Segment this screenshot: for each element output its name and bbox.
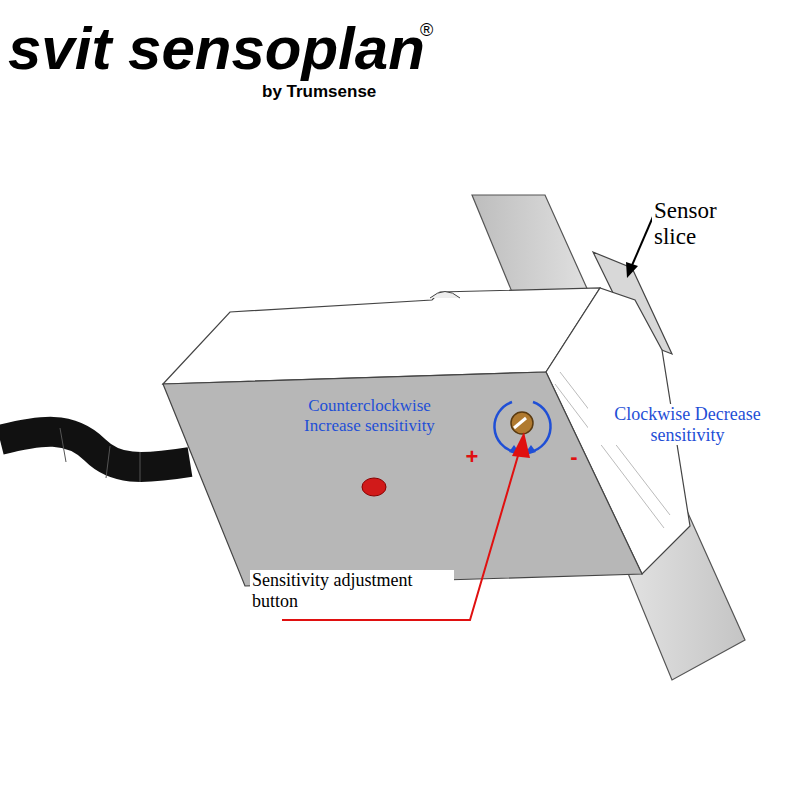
- cw-arrow: [530, 402, 551, 452]
- knob-slot: [514, 418, 526, 428]
- cable: [0, 432, 190, 467]
- box-front: [163, 372, 642, 586]
- knob: [511, 412, 533, 434]
- logo-text: svit sensoplan: [8, 14, 428, 83]
- box-notch: [430, 292, 460, 299]
- sign-label: -: [566, 444, 582, 469]
- part-label: Sensitivity adjustment button: [250, 570, 454, 611]
- registered-mark: ®: [420, 20, 450, 41]
- direction-label: Counterclockwise Increase sensitivity: [282, 396, 457, 435]
- arrowhead: [512, 432, 530, 458]
- part-label: Sensor slice: [652, 198, 751, 251]
- arrowhead: [626, 262, 638, 278]
- box-top: [163, 288, 600, 384]
- direction-label: Clockwise Decrease sensitivity: [588, 404, 787, 445]
- sign-label: +: [462, 444, 482, 469]
- led: [362, 478, 386, 496]
- ccw-arrow: [494, 402, 515, 452]
- logo-subtitle: by Trumsense: [262, 82, 422, 102]
- cable-joint: [60, 428, 140, 482]
